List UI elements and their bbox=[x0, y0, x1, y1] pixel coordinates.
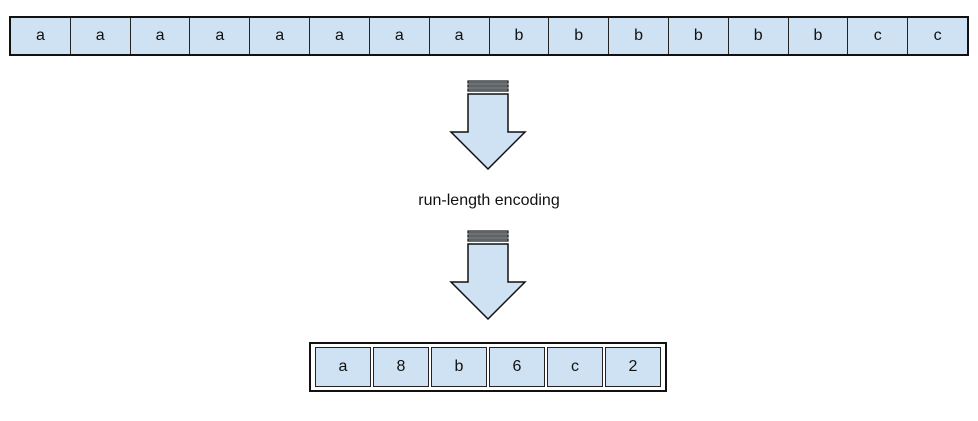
input-cell: a bbox=[430, 18, 490, 54]
output-cell: 8 bbox=[373, 347, 429, 387]
down-arrow-icon bbox=[449, 230, 527, 320]
input-cell: b bbox=[669, 18, 729, 54]
output-cell: b bbox=[431, 347, 487, 387]
input-cell: a bbox=[131, 18, 191, 54]
input-cell: a bbox=[310, 18, 370, 54]
input-cell: a bbox=[11, 18, 71, 54]
input-cell: b bbox=[549, 18, 610, 54]
input-cell: a bbox=[190, 18, 251, 54]
input-cell: b bbox=[490, 18, 550, 54]
output-cell: 2 bbox=[605, 347, 661, 387]
caption-label: run-length encoding bbox=[418, 192, 560, 209]
input-cell: a bbox=[370, 18, 430, 54]
output-cell: 6 bbox=[489, 347, 545, 387]
input-cell: c bbox=[848, 18, 909, 54]
input-cell: b bbox=[789, 18, 849, 54]
input-cell: a bbox=[71, 18, 131, 54]
input-cell: a bbox=[250, 18, 311, 54]
output-cell: a bbox=[315, 347, 371, 387]
input-cell: c bbox=[933, 27, 942, 44]
input-cell: b bbox=[609, 18, 669, 54]
input-cell: b bbox=[729, 18, 789, 54]
down-arrow-icon bbox=[449, 80, 527, 170]
output-cell: c bbox=[547, 347, 603, 387]
